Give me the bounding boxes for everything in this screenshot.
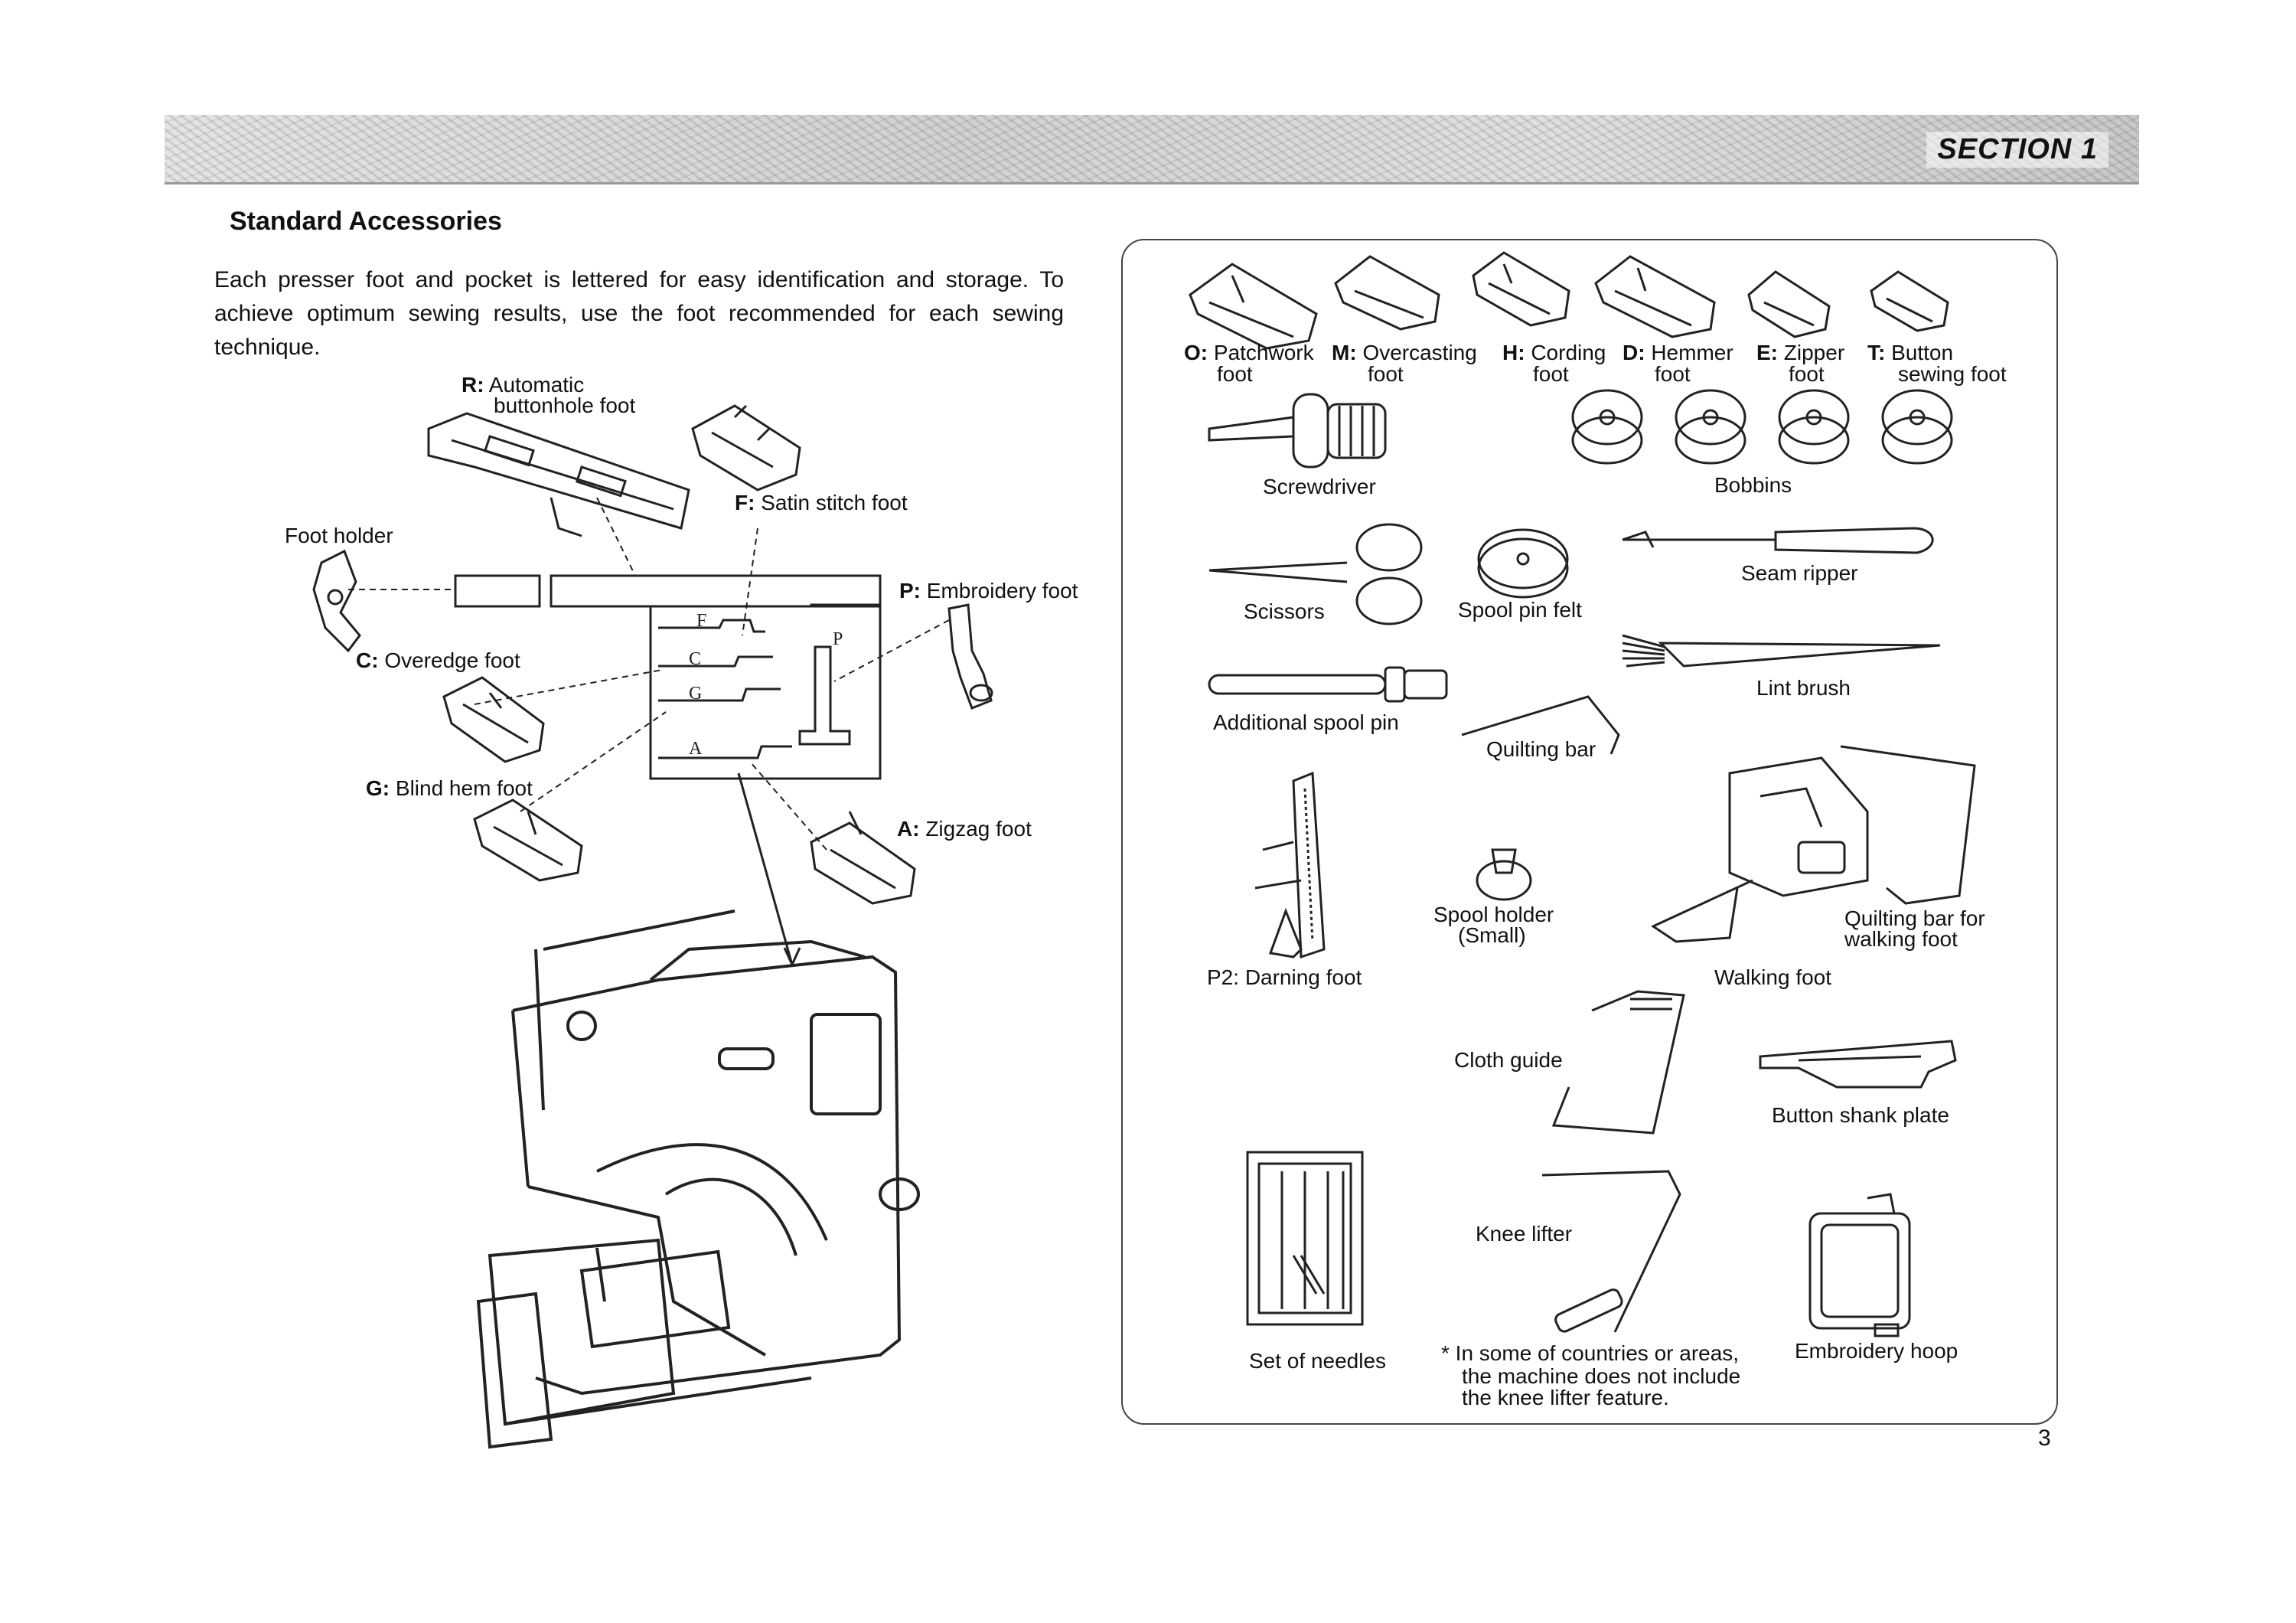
foot-d-label: D: Hemmer xyxy=(1623,341,1733,364)
pocket-letter-c: C xyxy=(689,649,701,669)
foot-d-label-2: foot xyxy=(1655,362,1691,386)
embroidery-foot-illustration xyxy=(947,603,993,710)
label-f: F: Satin stitch foot xyxy=(735,491,908,514)
knee-lifter-note-3: the knee lifter feature. xyxy=(1462,1386,1669,1409)
label-p: P: Embroidery foot xyxy=(899,579,1078,603)
pocket-letter-g: G xyxy=(689,684,702,704)
intro-paragraph: Each presser foot and pocket is lettered… xyxy=(214,267,1064,360)
storage-tray xyxy=(454,574,882,780)
quilting-bar-walking-icon xyxy=(1840,745,1976,905)
buttonhole-foot-illustration xyxy=(427,412,690,537)
screwdriver-label: Screwdriver xyxy=(1263,475,1376,498)
cloth-guide-label: Cloth guide xyxy=(1454,1048,1563,1072)
darning-foot-label: P2: Darning foot xyxy=(1207,965,1362,989)
overcasting-foot-icon xyxy=(1334,255,1440,331)
page-number: 3 xyxy=(2038,1425,2051,1451)
foot-o-label-2: foot xyxy=(1217,362,1253,386)
scissors-icon xyxy=(1208,523,1423,625)
cording-foot-icon xyxy=(1472,251,1570,327)
additional-spool-pin-label: Additional spool pin xyxy=(1213,710,1399,734)
lint-brush-icon xyxy=(1622,634,1941,668)
pocket-letter-p: P xyxy=(833,629,843,649)
seam-ripper-label: Seam ripper xyxy=(1741,561,1858,585)
walking-foot-label: Walking foot xyxy=(1714,965,1832,989)
section-label: SECTION 1 xyxy=(1926,132,2108,168)
cloth-guide-icon xyxy=(1551,990,1685,1135)
foot-t-label-2: sewing foot xyxy=(1898,362,2007,386)
zigzag-foot-illustration xyxy=(810,811,916,905)
button-sewing-foot-icon xyxy=(1870,270,1949,332)
scissors-label: Scissors xyxy=(1244,599,1325,623)
quilting-bar-label: Quilting bar xyxy=(1486,737,1596,761)
hemmer-foot-icon xyxy=(1594,255,1716,338)
overedge-foot-illustration xyxy=(442,676,545,763)
foot-e-label-2: foot xyxy=(1789,362,1825,386)
knee-lifter-note-2: the machine does not include xyxy=(1462,1364,1741,1388)
bobbins-icon xyxy=(1571,389,1953,465)
lint-brush-label: Lint brush xyxy=(1756,676,1851,700)
patchwork-foot-icon xyxy=(1189,263,1318,350)
spool-holder-icon xyxy=(1476,848,1532,901)
spool-pin-felt-label: Spool pin felt xyxy=(1458,598,1582,622)
embroidery-hoop-icon xyxy=(1808,1193,1911,1337)
satin-stitch-foot-illustration xyxy=(691,404,801,491)
quilting-bar-walking-label-2: walking foot xyxy=(1844,927,1958,951)
label-g: G: Blind hem foot xyxy=(366,776,533,800)
set-of-needles-label: Set of needles xyxy=(1249,1349,1387,1373)
zipper-foot-icon xyxy=(1747,270,1831,338)
spool-holder-label: Spool holder xyxy=(1433,903,1554,926)
pocket-letter-f: F xyxy=(696,611,706,631)
button-shank-plate-label: Button shank plate xyxy=(1772,1103,1949,1127)
screwdriver-icon xyxy=(1208,393,1387,469)
bobbins-label: Bobbins xyxy=(1714,473,1792,497)
label-foot-holder: Foot holder xyxy=(285,524,393,547)
foot-holder-illustration xyxy=(312,549,361,653)
foot-t-label: T: Button xyxy=(1867,341,1954,364)
quilting-bar-walking-label: Quilting bar for xyxy=(1844,906,1985,930)
knee-lifter-label: Knee lifter xyxy=(1476,1222,1573,1246)
foot-e-label: E: Zipper xyxy=(1756,341,1845,364)
label-r-2: buttonhole foot xyxy=(494,394,636,417)
label-c: C: Overedge foot xyxy=(356,648,520,672)
set-of-needles-icon xyxy=(1246,1151,1364,1326)
label-a: A: Zigzag foot xyxy=(897,817,1032,841)
foot-h-label: H: Cording xyxy=(1502,341,1606,364)
label-r: R: Automatic xyxy=(461,373,585,397)
spool-pin-felt-icon xyxy=(1477,528,1569,599)
foot-m-label-2: foot xyxy=(1368,362,1404,386)
page-title: Standard Accessories xyxy=(230,207,502,236)
foot-h-label-2: foot xyxy=(1533,362,1569,386)
quilting-bar-icon xyxy=(1461,695,1620,755)
knee-lifter-note-1: * In some of countries or areas, xyxy=(1441,1341,1740,1365)
foot-m-label: M: Overcasting xyxy=(1332,341,1477,364)
button-shank-plate-icon xyxy=(1759,1040,1957,1089)
embroidery-hoop-label: Embroidery hoop xyxy=(1795,1339,1958,1363)
accessories-panel xyxy=(1121,239,2058,1425)
foot-o-label: O: Patchwork xyxy=(1184,341,1314,364)
walking-foot-icon xyxy=(1650,756,1869,943)
section-banner: SECTION 1 xyxy=(165,115,2139,185)
sewing-machine-illustration xyxy=(476,909,920,1449)
blind-hem-foot-illustration xyxy=(473,798,583,882)
spool-holder-label-2: (Small) xyxy=(1458,923,1526,947)
additional-spool-pin-icon xyxy=(1208,666,1448,703)
pocket-letter-a: A xyxy=(689,739,703,759)
seam-ripper-icon xyxy=(1622,527,1934,554)
darning-foot-icon xyxy=(1254,771,1326,959)
knee-lifter-icon xyxy=(1541,1170,1681,1333)
